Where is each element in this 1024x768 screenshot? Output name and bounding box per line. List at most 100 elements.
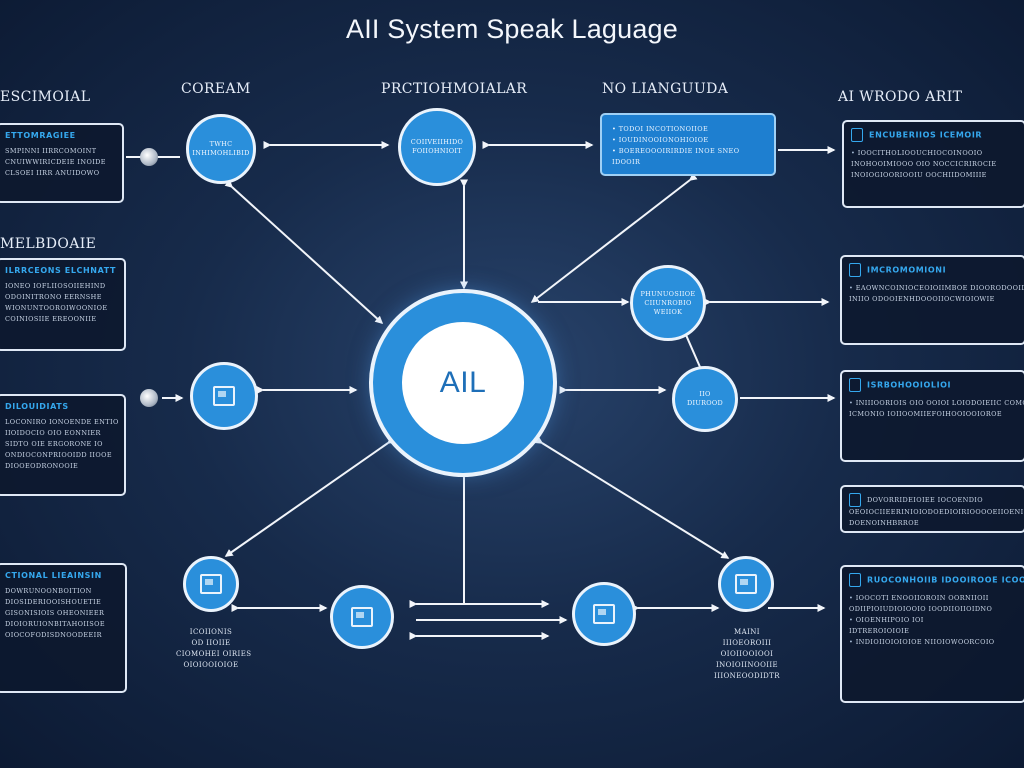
node-text: WEIIOK: [653, 307, 683, 316]
box-line: DOVORRIDEIOIEE IOCOENDIO: [849, 493, 1017, 507]
header-nolang: NO LIANGUUDA: [602, 81, 729, 97]
connector-protocol-center: [530, 172, 698, 303]
box-line: INIIO ODOOIENHDOOOIIOCWIOIOWIE: [849, 295, 995, 303]
header-esc: ESCIMOIAL: [0, 89, 91, 105]
box-midleft: ILRRCEONS ELCHNATT IONEO IOFLIIOSOIIEHIN…: [0, 258, 126, 351]
box-title: IMCROMOMIONI: [849, 263, 1017, 277]
lock-icon: [849, 493, 861, 507]
node-n4: IIO DIUROOD: [672, 366, 738, 432]
box-line: WIONUNTOOROIWOONIOE: [5, 304, 108, 312]
box-line: ODIIPIOIUDIOIOOIO IOODIIOIIOIDNO: [849, 605, 993, 613]
box-line: INOHOOIMIOOO OIO NOCCICRIROCIE: [851, 160, 997, 168]
diagram-title: AII System Speak Laguage: [345, 14, 678, 44]
box-title: ETTOMRAGIEE: [5, 131, 76, 140]
box-line: ODOINITRONO EERNSHE: [5, 293, 102, 301]
label-line: ICOIIONIS: [189, 628, 233, 636]
node-bottom1: [183, 556, 239, 612]
node-document: [190, 362, 258, 430]
label-line: INOIOIINOOIIE: [715, 661, 779, 669]
node-text: IIO: [699, 390, 711, 398]
box-line: DOWRUNOONBOITION: [5, 587, 92, 595]
box-line: DOENOINHBRROE: [849, 519, 920, 527]
box-topleft: ETTOMRAGIEE SMPINNI IIRRCOMOINT CNUIWWIR…: [0, 123, 124, 203]
monitor-icon: [351, 607, 373, 627]
box-left3: DILOUIDIATS LOCONIRO IONOENDE ENTIO IIOI…: [0, 394, 126, 496]
box-line: ONDIOCONPRIOOIDD IIOOE: [5, 451, 113, 459]
node-text: INHIMOHLIBID: [192, 149, 250, 157]
label-line: OD IIOIIE: [191, 639, 231, 647]
box-line: CLSOEI IIRR ANUIDOWO: [5, 169, 100, 177]
box-line-text: DOVORRIDEIOIEE IOCOENDIO: [867, 496, 984, 504]
globe-icon: [140, 389, 158, 407]
box-title-text: ISRBOHOOIOLIOI: [867, 380, 952, 390]
box-protocol: • TODOI INCOTIONOIIOE • IOUDINOOIONOHIOI…: [600, 113, 776, 176]
box-title-text: RUOCONHOIIB IDOOIROOE ICOOIIT: [867, 575, 1024, 585]
box-line: OIOENHIPOIO IOI: [849, 615, 1017, 626]
box-r5: RUOCONHOIIB IDOOIROOE ICOOIIT IOOCOTI EN…: [840, 565, 1024, 703]
label-line: OIOIOOIOIOE: [183, 661, 239, 669]
box-line: OIOCOFODISDNOODEEIR: [5, 631, 102, 639]
box-line: IIOIDOCIO OIO EONNIER: [5, 429, 101, 437]
label-bottomleft: ICOIIONIS OD IIOIIE CIOMOHEI OIRIES OIOI…: [176, 627, 252, 671]
label-line: OIOIIOOIOOI: [720, 650, 774, 658]
node-text: CIIUNROBIO: [644, 298, 692, 307]
document-icon: [213, 386, 235, 406]
box-title: CTIONAL LIEAINSIN: [5, 571, 102, 580]
box-line: • TODOI INCOTIONOIIOE: [612, 125, 709, 133]
box-r3: ISRBOHOOIOLIOI INIIIOORIOIS OIO OOIOI LO…: [840, 370, 1024, 462]
connector-n1-center: [224, 179, 384, 325]
box-line: GISONISIOIS OHEONIEER: [5, 609, 105, 617]
box-line: CNUIWWIRICDEIE INOIDE: [5, 158, 106, 166]
node-bottom2: [330, 585, 394, 649]
node-text: DIUROOD: [686, 399, 724, 407]
central-ai-hub: AIL: [373, 293, 553, 473]
box-title: ISRBOHOOIOLIOI: [849, 378, 1017, 392]
label-line: IIIONEOODIDTR: [714, 672, 780, 680]
box-r4: DOVORRIDEIOIEE IOCOENDIO OEOIOCIIEERINIO…: [840, 485, 1024, 533]
label-line: CIOMOHEI OIRIES: [176, 650, 252, 658]
box-line: IDOOIR: [612, 158, 641, 166]
header-proc: PRCTIOHMOIALAR: [381, 81, 528, 97]
header-aiw: AI WRODO ARIT: [838, 89, 963, 105]
label-line: MAINI: [734, 628, 760, 636]
box-line: DIOIORUIONBITAHOIISOE: [5, 620, 106, 628]
box-line: INDIOIIOIOIOIOE NIIOIOWOORCOIO: [849, 637, 1017, 648]
box-line: ICMONIO IOIIOOMIIEFOIHOOIOOIOROE: [849, 410, 1003, 418]
node-corean: TWHC INHIMOHLIBID: [186, 114, 256, 184]
label-bottomright: MAINI IIIOEOROIII OIOIIOOIOOI INOIOIINOO…: [710, 627, 784, 682]
box-line: SIDTO OIE ERGORONE IO: [5, 440, 103, 448]
box-line: • IOUDINOOIONOHIOIOE: [612, 136, 709, 144]
box-line: SMPINNI IIRRCOMOINT: [5, 147, 97, 155]
box-line: DIOOEODRONOOIE: [5, 462, 79, 470]
box-line: IOOCOTI ENOOIIOROIN OORNIIOII: [849, 593, 1017, 604]
box-title-text: IMCROMOMIONI: [867, 265, 947, 275]
central-ai-label: AIL: [402, 322, 524, 444]
box-title: ENCUBERIIOS ICEMOIR: [851, 128, 1017, 142]
globe-icon: [140, 148, 158, 166]
box-line: EAOWNCOINIOCEOIOIIMBOE DIOORODOOIDDIOUR: [849, 283, 1024, 294]
connector-center-bl: [224, 436, 396, 557]
node-text: FOIIOHNIOIT: [412, 147, 462, 155]
box-line: COINIOSIIE EREOONIIE: [5, 315, 97, 323]
box-line: OEOIOCIIEERINIOIODOEDIOIRIOOOOEIIOENIE: [849, 508, 1024, 516]
node-bottom4: [718, 556, 774, 612]
chart-icon: [200, 574, 222, 594]
node-bottom3: [572, 582, 636, 646]
box-title-text: ENCUBERIIOS ICEMOIR: [869, 130, 983, 140]
box-line: INIIIOORIOIS OIO OOIOI LOIODOIEIIC COMOI…: [849, 398, 1024, 409]
document-icon: [851, 128, 863, 142]
node-text: PHUNUOSIIOE: [640, 289, 696, 298]
box-line: DIOSIDERIOOISHOUETIE: [5, 598, 102, 606]
box-line: IONEO IOFLIIOSOIIEHIND: [5, 282, 106, 290]
box-title: RUOCONHOIIB IDOOIROOE ICOOIIT: [849, 573, 1024, 587]
node-n3: PHUNUOSIIOE CIIUNROBIO WEIIOK: [630, 265, 706, 341]
header-melb: MELBDOAIE: [0, 236, 97, 252]
box-title: DILOUIDIATS: [5, 402, 69, 411]
grid-icon: [735, 574, 757, 594]
box-line: IDTREROIOIOIE: [849, 627, 910, 635]
box-r1: ENCUBERIIOS ICEMOIR IOOCITHOLIOOUCHIOCOI…: [842, 120, 1024, 208]
connector-center-br: [534, 436, 730, 559]
node-proc: COIIVEIIHIDO FOIIOHNIOIT: [398, 108, 476, 186]
